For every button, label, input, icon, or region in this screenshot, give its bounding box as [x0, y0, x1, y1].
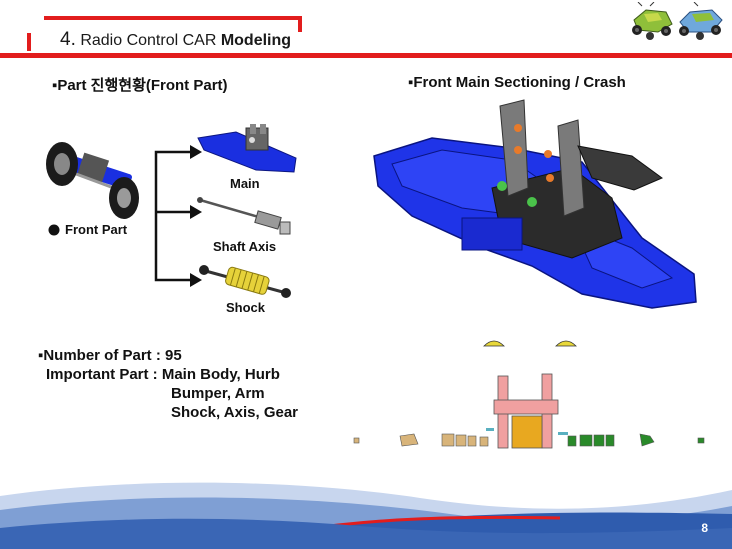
important-part-line2: Bumper, Arm: [171, 385, 265, 402]
important-part-text: Important Part : Main Body, Hurb: [46, 366, 280, 383]
section-crash-diagram: [353, 340, 705, 449]
arrow-to-shock: [154, 214, 194, 282]
rc-car-thumbnails: [632, 2, 723, 40]
header-rule-top: [44, 16, 300, 20]
main-part-image: [197, 124, 297, 173]
front-main-render: [373, 99, 697, 309]
left-section-heading: ▪Part 진행현황(Front Part): [52, 77, 228, 94]
breakdown-arrows: [154, 145, 202, 287]
rc-car-image-left: [632, 2, 673, 40]
rc-car-image-right: [679, 2, 723, 40]
shaft-axis-image: [197, 197, 291, 235]
shock-label: Shock: [226, 300, 266, 315]
page-number: 8: [701, 521, 708, 535]
section-number: 4.: [60, 29, 76, 50]
header-rule-tick: [298, 16, 302, 32]
header-rule-bottom: [0, 53, 732, 58]
title-text: Radio Control CAR: [80, 32, 221, 49]
shaft-axis-label: Shaft Axis: [213, 239, 277, 254]
footer-wave: [0, 482, 732, 549]
important-part-line3: Shock, Axis, Gear: [171, 404, 299, 421]
bullet-dot-icon: [48, 224, 60, 236]
front-part-label: Front Part: [65, 222, 128, 237]
front-part-image: [46, 142, 139, 219]
title-bold: Modeling: [220, 32, 292, 49]
main-part-label: Main: [230, 176, 260, 191]
right-section-heading: ▪Front Main Sectioning / Crash: [408, 74, 626, 91]
number-of-part-text: ▪Number of Part : 95: [38, 347, 182, 364]
title-marker: [27, 33, 31, 51]
page-title: 4. Radio Control CAR Modeling: [60, 29, 291, 51]
shock-image: [199, 265, 291, 298]
arrow-to-main: [154, 150, 194, 214]
